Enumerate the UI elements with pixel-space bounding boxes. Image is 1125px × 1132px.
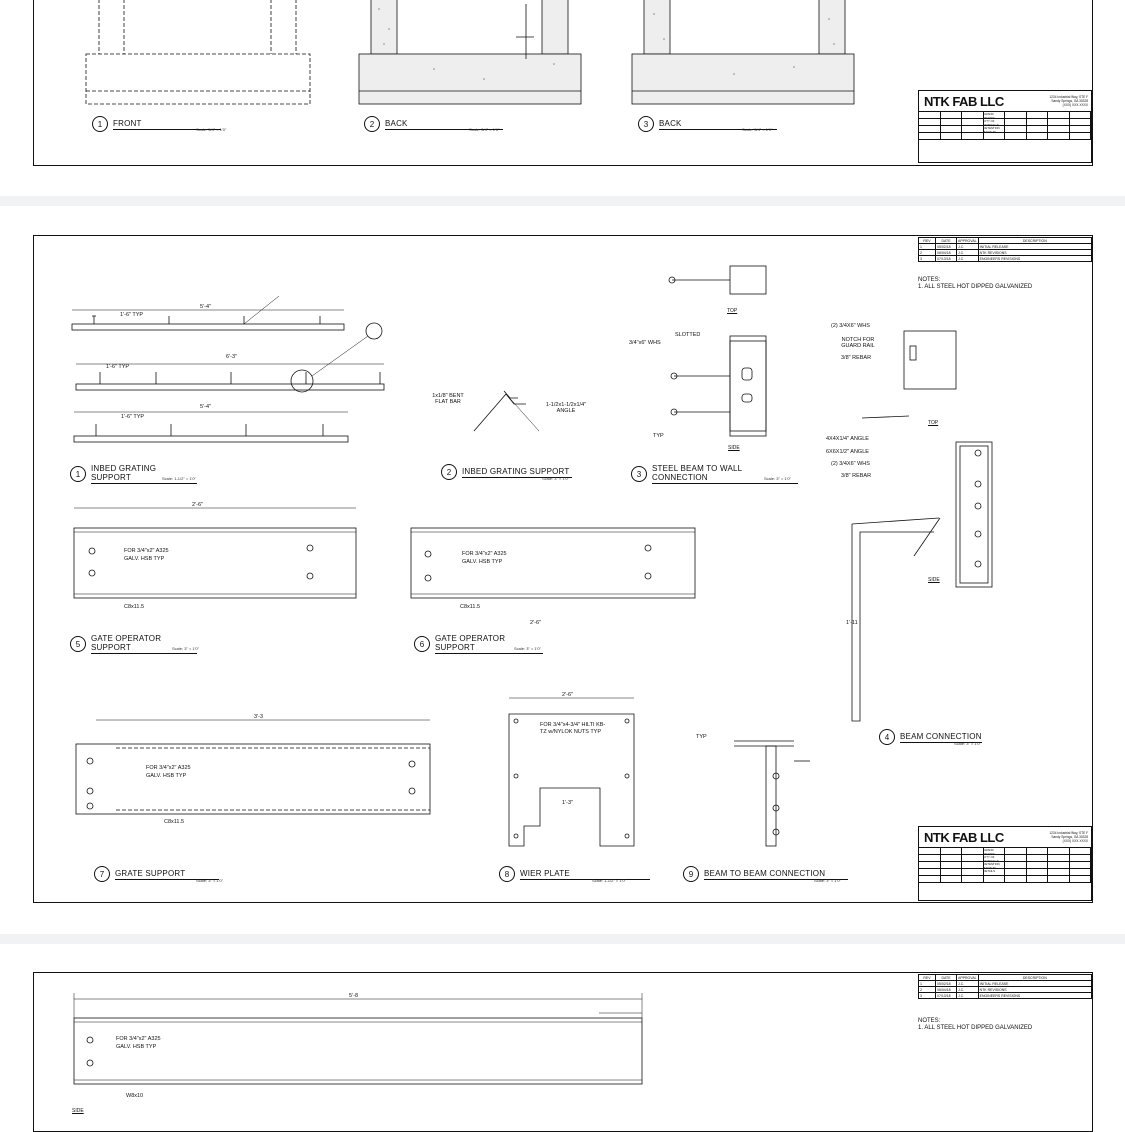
callout-angle-4x4: 4X4X1/4" ANGLE xyxy=(826,436,869,442)
callout-beam: W8x10 xyxy=(126,1093,144,1099)
view-number: 2 xyxy=(364,116,380,132)
view-label-2: 2 INBED GRATING SUPPORT xyxy=(441,464,572,480)
notes: NOTES: 1. ALL STEEL HOT DIPPED GALVANIZE… xyxy=(918,1018,1032,1032)
company-name: NTK FAB LLC xyxy=(924,829,1004,845)
company-name: NTK FAB LLC xyxy=(924,93,1004,109)
notes-heading: NOTES: xyxy=(918,1018,941,1024)
dim-length: 2'-6" xyxy=(562,692,573,698)
drawing-sheet-top: 1 FRONT Scale: 3/4" = 1'0" 2 BACK Scale:… xyxy=(33,0,1093,166)
company-address: 1234 Industrial Way, STE F Sandy Springs… xyxy=(1049,95,1088,107)
callout-typ-2: TYP xyxy=(653,433,664,439)
view-number: 3 xyxy=(638,116,654,132)
view-label-front: 1 FRONT xyxy=(92,116,221,132)
note-item: 1. ALL STEEL HOT DIPPED GALVANIZED xyxy=(918,1025,1033,1031)
dim-length: 6'-3" xyxy=(226,354,237,360)
callout-whs: 3/4"x6" WHS xyxy=(629,340,661,346)
dim-length: 1'-11 xyxy=(846,620,858,626)
callout-typ: TYP xyxy=(696,734,707,740)
view-label-6: 6 GATE OPERATOR SUPPORT xyxy=(414,634,543,654)
view-scale: Scale: 3/4" = 1'0" xyxy=(742,127,773,132)
sheet-middle-linework xyxy=(71,265,993,847)
drawing-sheet-bottom: 5'-8 FOR 3/4"x2" A325 GALV. HSB TYP W8x1… xyxy=(33,972,1093,1132)
callout-rebar-2: 3/8" REBAR xyxy=(841,473,872,479)
view-label-8: 8 WIER PLATE xyxy=(499,866,650,882)
view-sub-side: SIDE xyxy=(728,445,740,451)
page-gap xyxy=(0,196,1125,206)
view-label-7: 7 GRATE SUPPORT xyxy=(94,866,219,882)
sheet-bottom-linework xyxy=(73,993,643,1085)
view-sub-side-4: SIDE xyxy=(928,577,940,583)
view-label-9: 9 BEAM TO BEAM CONNECTION xyxy=(683,866,848,882)
title-block-grid: GRAND PRAIRIE CITY OF ROSEVILLE DETENTIO… xyxy=(919,112,1091,140)
view-label-back: 2 BACK xyxy=(364,116,503,132)
title-block: NTK FAB LLC 1234 Industrial Way, STE F S… xyxy=(918,826,1092,901)
view-title: FRONT xyxy=(113,119,221,130)
callout-bolt: FOR 3/4"x2" A325 GALV. HSB TYP xyxy=(124,548,169,562)
callout-angle-6x6: 6X6X1/2" ANGLE xyxy=(826,449,869,455)
view-title: BACK xyxy=(385,119,503,130)
callout-angle: 1-1/2x1-1/2x1/4" ANGLE xyxy=(545,402,587,414)
callout-bolt: FOR 3/4"x2" A325 GALV. HSB TYP xyxy=(116,1036,161,1050)
view-scale: Scale: 3/4" = 1'0" xyxy=(196,127,227,132)
view-label-5: 5 GATE OPERATOR SUPPORT xyxy=(70,634,197,654)
drawing-sheet-middle: 1 INBED GRATING SUPPORT Scale: 1-1/2" = … xyxy=(33,235,1093,903)
view-label-4: 4 BEAM CONNECTION xyxy=(879,729,982,745)
dim-typ-spacing: 1'-6" TYP xyxy=(121,414,145,420)
dim-length: 5'-4" xyxy=(200,304,211,310)
callout-channel-6: C8x11.5 xyxy=(460,604,481,610)
page-gap xyxy=(0,934,1125,944)
callout-channel-7: C8x11.5 xyxy=(164,819,185,825)
company-logo: NTK FAB LLC 1234 Industrial Way, STE F S… xyxy=(919,827,1091,848)
callout-whs-2: (2) 3/4X6" WHS xyxy=(831,323,870,329)
view-label-1: 1 INBED GRATING SUPPORT xyxy=(70,464,197,484)
dim-length: 5'-4" xyxy=(200,404,211,410)
callout-notch: NOTCH FOR GUARD RAIL xyxy=(841,337,875,349)
sheet-top-linework xyxy=(85,0,855,105)
callout-channel: C8x11.5 xyxy=(124,604,145,610)
dim-length: 1'-3" xyxy=(562,800,573,806)
view-number: 1 xyxy=(92,116,108,132)
dim-length: 5'-8 xyxy=(349,993,358,999)
callout-bolt-6: FOR 3/4"x2" A325 GALV. HSB TYP xyxy=(462,551,507,565)
title-block-grid: GRAND PRAIRIE CITY OF ROSEVILLE DETENTIO… xyxy=(919,848,1091,883)
title-block: NTK FAB LLC 1234 Industrial Way, STE F S… xyxy=(918,90,1092,163)
view-sub-top-4: TOP xyxy=(928,420,939,426)
view-sub-top: TOP xyxy=(727,308,738,314)
notes: NOTES: 1. ALL STEEL HOT DIPPED GALVANIZE… xyxy=(918,277,1032,291)
callout-slotted: SLOTTED xyxy=(675,332,701,338)
company-logo: NTK FAB LLC 1234 Industrial Way, STE F S… xyxy=(919,91,1091,112)
view-scale: Scale: 3/4" = 1'0" xyxy=(469,127,500,132)
view-label-3: 3 STEEL BEAM TO WALL CONNECTION xyxy=(631,464,798,484)
dim-typ-spacing: 1'-6" TYP xyxy=(106,364,130,370)
callout-whs-3: (2) 3/4X6" WHS xyxy=(831,461,870,467)
callout-flat-bar: 1x1/8" BENT FLAT BAR xyxy=(432,393,464,405)
callout-rebar: 3/8" REBAR xyxy=(841,355,872,361)
dim-length: 2'-6" xyxy=(192,502,203,508)
view-sub-side: SIDE xyxy=(72,1108,84,1114)
dim-typ-spacing: 1'-6" TYP xyxy=(120,312,144,318)
view-title: BACK xyxy=(659,119,777,130)
company-address: 1234 Industrial Way, STE F Sandy Springs… xyxy=(1049,831,1088,843)
notes-heading: NOTES: xyxy=(918,277,941,283)
view-label-back-2: 3 BACK xyxy=(638,116,777,132)
callout-bolt-7: FOR 3/4"x2" A325 GALV. HSB TYP xyxy=(146,765,191,779)
note-item: 1. ALL STEEL HOT DIPPED GALVANIZED xyxy=(918,284,1033,290)
dim-length: 2'-6" xyxy=(530,620,541,626)
dim-length: 3'-3 xyxy=(254,714,263,720)
callout-hilti: FOR 3/4"x4-3/4" HILTI KB-TZ w/NYLOK NUTS… xyxy=(540,722,606,735)
